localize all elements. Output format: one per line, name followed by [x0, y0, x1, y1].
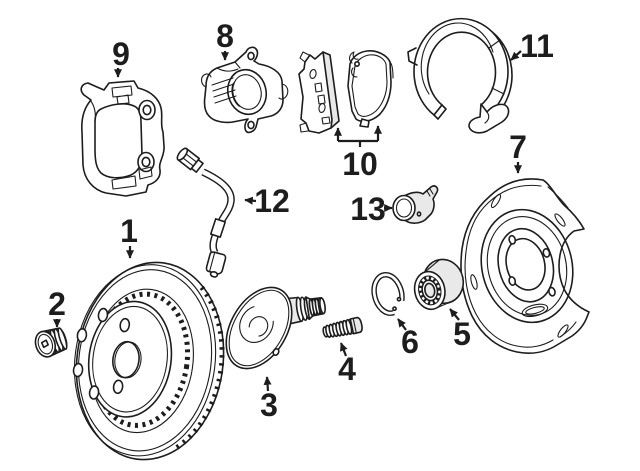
callout-4-label: 4 [338, 351, 356, 387]
callout-10-label: 10 [342, 146, 378, 182]
part-9-caliper-bracket [80, 80, 165, 197]
part-13-abs-sensor [392, 185, 439, 224]
part-1-brake-rotor [72, 261, 225, 461]
callout-4: 4 [338, 342, 356, 387]
lug-hole [76, 328, 88, 343]
part-4-bolt [322, 316, 363, 339]
callout-7: 7 [509, 129, 527, 174]
callout-2: 2 [48, 286, 66, 328]
bearing-rollers [418, 276, 442, 305]
callout-12-arrow [244, 196, 257, 205]
lug-hole [112, 379, 124, 395]
part-12-brake-hose [176, 147, 235, 278]
part-2-grease-cap [34, 327, 68, 358]
callout-6-arrow [397, 318, 407, 331]
callout-2-label: 2 [48, 286, 66, 322]
lug-hole [72, 362, 84, 378]
callout-6-label: 6 [401, 324, 419, 360]
callout-1-label: 1 [120, 213, 138, 249]
callout-1: 1 [120, 213, 138, 259]
callout-5: 5 [449, 308, 471, 352]
piston-bore [226, 68, 268, 116]
callout-9: 9 [112, 36, 130, 78]
callout-6: 6 [397, 318, 419, 360]
callout-4-arrow [339, 342, 348, 357]
part-8-caliper [201, 46, 289, 134]
callout-3-label: 3 [260, 387, 278, 423]
callout-11: 11 [510, 28, 554, 64]
callout-11-arrow [510, 50, 522, 61]
callout-12-label: 12 [254, 183, 290, 219]
callout-7-label: 7 [509, 129, 527, 165]
caliper-ear-hole [247, 51, 255, 61]
lug-hole [97, 307, 109, 323]
part-3-hub [225, 286, 326, 370]
lug-hole [119, 317, 131, 333]
hose-upper-fitting [176, 147, 204, 173]
callout-11-label: 11 [520, 28, 554, 64]
callout-13-label: 13 [350, 191, 386, 227]
part-7-backing-plate [460, 178, 590, 354]
bracket-opening [94, 103, 143, 179]
callout-10-bracket [338, 139, 378, 147]
callout-3-arrow [263, 376, 272, 392]
callout-12: 12 [244, 183, 290, 219]
hub-opening [505, 237, 546, 291]
lug-hole [88, 385, 100, 400]
hose-collar [209, 218, 227, 238]
rotor-vent-hatching [92, 291, 191, 428]
inner-pad-backplate [298, 51, 333, 134]
part-6-snap-ring [371, 272, 405, 316]
callout-3: 3 [260, 376, 278, 423]
callout-9-label: 9 [112, 36, 130, 72]
part-11-parking-brake-shoe [407, 17, 513, 134]
part-10-brake-pads [298, 50, 394, 134]
hose-lower-fitting [205, 251, 227, 278]
callout-8-label: 8 [216, 18, 234, 54]
callout-8: 8 [216, 18, 234, 61]
callout-5-arrow [449, 308, 460, 321]
callout-10: 10 [334, 125, 382, 182]
callout-5-label: 5 [453, 316, 471, 352]
caliper-ear-hole [247, 120, 255, 130]
part-5-bearing [413, 258, 465, 311]
callout-13: 13 [350, 191, 393, 227]
hub-flange [225, 286, 293, 370]
backing-plate-center-rings [480, 208, 574, 324]
